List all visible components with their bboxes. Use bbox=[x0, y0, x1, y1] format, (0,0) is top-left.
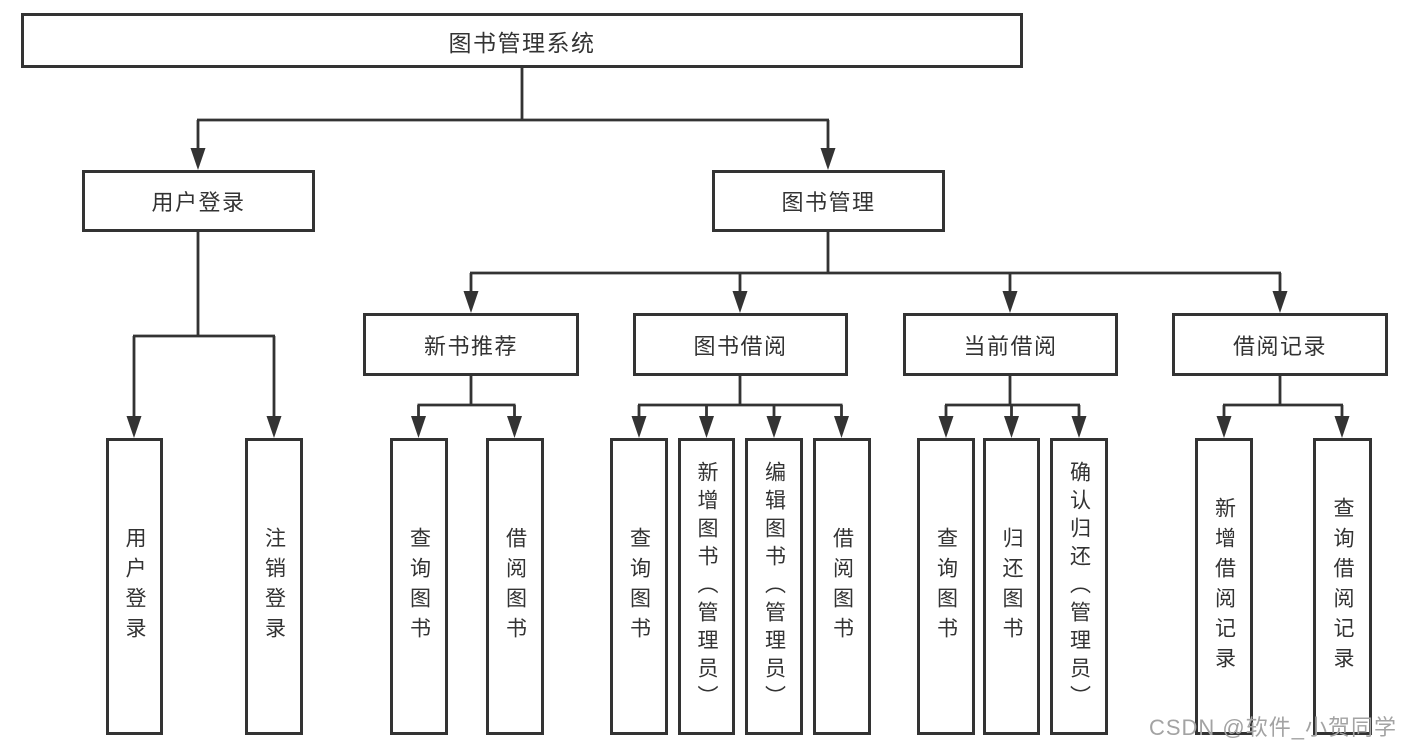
leaf-edit-books-admin: 编辑图书（管理员） bbox=[745, 438, 803, 735]
arrow-down-icon bbox=[507, 416, 522, 438]
arrow-down-icon bbox=[411, 416, 426, 438]
arrow-down-icon bbox=[631, 416, 647, 438]
node-label: 新书推荐 bbox=[423, 333, 518, 359]
leaf-label: 归还图书 bbox=[1000, 526, 1023, 647]
leaf-query-borrow-record: 查询借阅记录 bbox=[1313, 438, 1372, 735]
node-borrowing-records: 借阅记录 bbox=[1172, 313, 1388, 376]
leaf-label: 查询图书 bbox=[407, 526, 431, 647]
leaf-query-books-current: 查询图书 bbox=[917, 438, 975, 735]
leaf-label: 查询图书 bbox=[627, 526, 651, 647]
arrow-down-icon bbox=[1004, 416, 1019, 438]
leaf-borrow-books-recommend: 借阅图书 bbox=[486, 438, 544, 735]
node-library-management-system: 图书管理系统 bbox=[21, 13, 1023, 68]
leaf-borrow-books: 借阅图书 bbox=[813, 438, 871, 735]
leaf-query-books-borrow: 查询图书 bbox=[610, 438, 668, 735]
leaf-label: 借阅图书 bbox=[503, 526, 527, 647]
node-user-login: 用户登录 bbox=[82, 170, 315, 232]
leaf-label: 查询图书 bbox=[934, 526, 958, 647]
arrow-down-icon bbox=[732, 291, 748, 313]
node-label: 图书借阅 bbox=[693, 333, 788, 359]
arrow-down-icon bbox=[190, 148, 206, 170]
leaf-user-login: 用户登录 bbox=[106, 438, 163, 735]
node-label: 当前借阅 bbox=[963, 333, 1058, 359]
arrow-down-icon bbox=[463, 291, 479, 313]
leaf-label: 注销登录 bbox=[262, 526, 286, 647]
node-label: 借阅记录 bbox=[1232, 333, 1327, 359]
arrow-down-icon bbox=[266, 416, 282, 438]
node-label: 用户登录 bbox=[151, 190, 246, 215]
node-new-book-recommendation: 新书推荐 bbox=[363, 313, 579, 376]
arrow-down-icon bbox=[699, 416, 714, 438]
arrow-down-icon bbox=[766, 416, 782, 438]
leaf-logout: 注销登录 bbox=[245, 438, 303, 735]
arrow-down-icon bbox=[938, 416, 954, 438]
leaf-return-books: 归还图书 bbox=[983, 438, 1040, 735]
arrow-down-icon bbox=[126, 416, 142, 438]
leaf-label: 借阅图书 bbox=[830, 526, 854, 647]
leaf-label: 查询借阅记录 bbox=[1331, 496, 1354, 677]
node-label: 图书管理 bbox=[781, 190, 876, 215]
connector-path bbox=[132, 68, 1344, 420]
node-book-management: 图书管理 bbox=[712, 170, 945, 232]
leaf-add-books-admin: 新增图书（管理员） bbox=[678, 438, 735, 735]
arrowheads bbox=[126, 148, 1350, 438]
leaf-add-borrow-record: 新增借阅记录 bbox=[1195, 438, 1253, 735]
node-book-borrowing: 图书借阅 bbox=[633, 313, 848, 376]
leaf-confirm-return-admin: 确认归还（管理员） bbox=[1050, 438, 1108, 735]
arrow-down-icon bbox=[1272, 291, 1288, 313]
leaf-label: 确认归还（管理员） bbox=[1067, 460, 1091, 713]
leaf-label: 编辑图书（管理员） bbox=[762, 460, 786, 713]
arrow-down-icon bbox=[1002, 291, 1018, 313]
csdn-watermark: CSDN @软件_小贺同学 bbox=[1148, 715, 1397, 740]
arrow-down-icon bbox=[1334, 416, 1350, 438]
leaf-label: 新增图书（管理员） bbox=[695, 460, 718, 713]
leaf-label: 新增借阅记录 bbox=[1212, 496, 1236, 677]
arrow-down-icon bbox=[820, 148, 836, 170]
node-label: 图书管理系统 bbox=[448, 29, 596, 56]
arrow-down-icon bbox=[834, 416, 849, 438]
leaf-label: 用户登录 bbox=[123, 526, 146, 647]
node-current-borrowing: 当前借阅 bbox=[903, 313, 1118, 376]
arrow-down-icon bbox=[1216, 416, 1232, 438]
leaf-query-books-recommend: 查询图书 bbox=[390, 438, 448, 735]
arrow-down-icon bbox=[1071, 416, 1087, 438]
